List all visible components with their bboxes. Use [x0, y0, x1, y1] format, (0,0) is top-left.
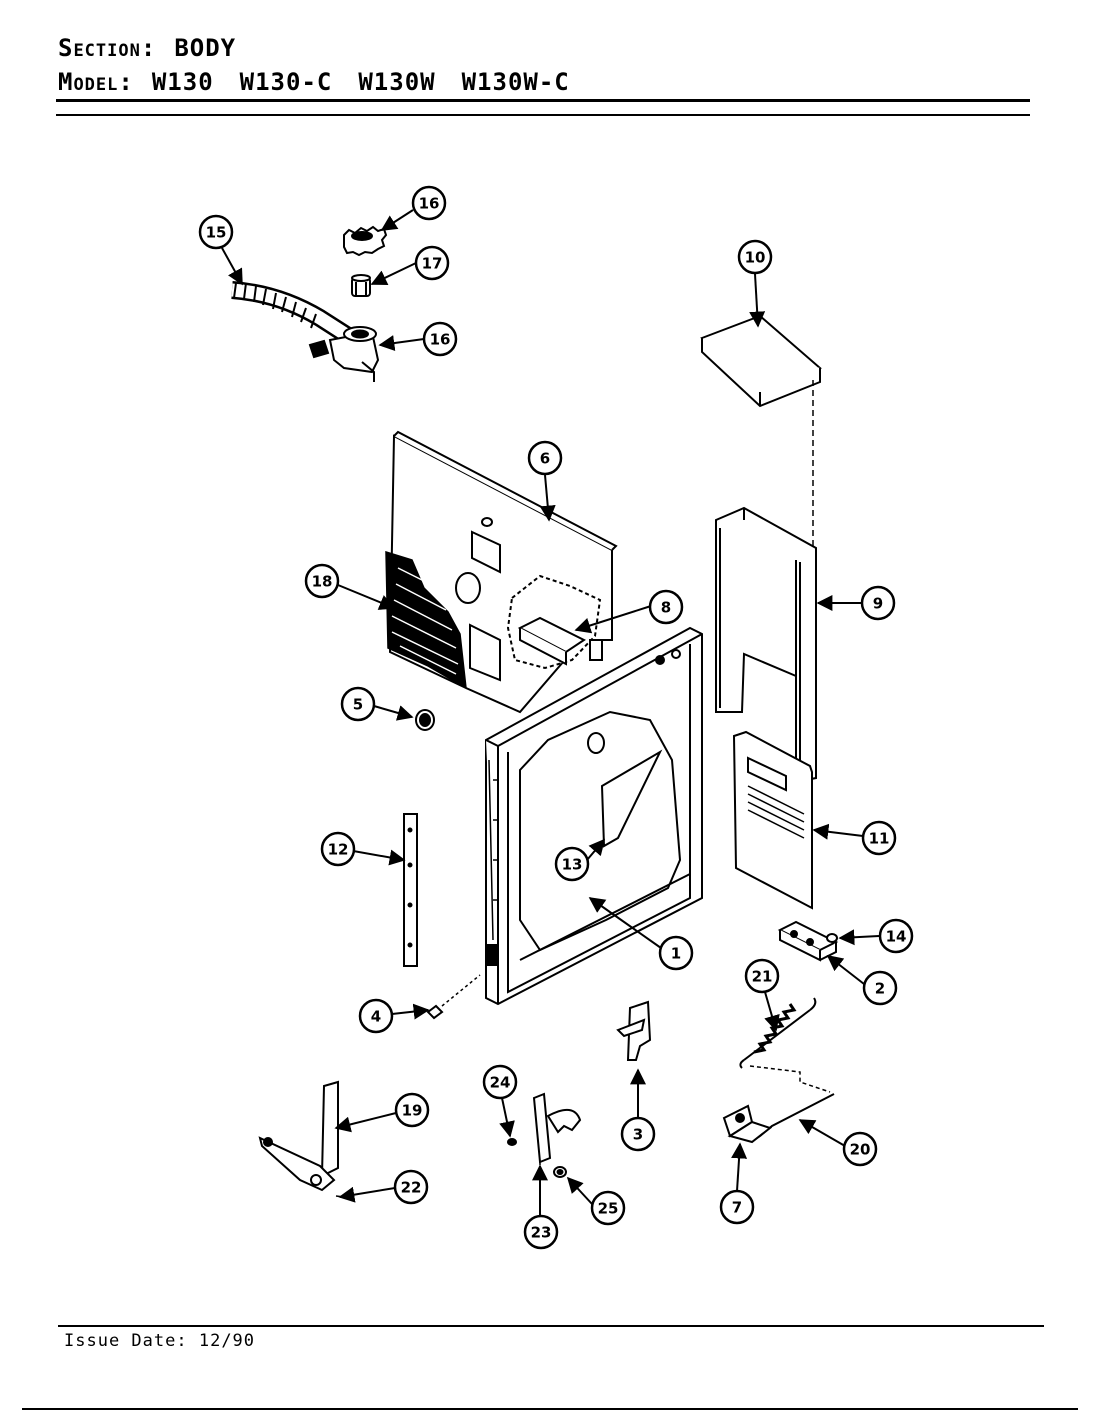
- hose-connector-part: [308, 326, 380, 382]
- section-label: Section:: [58, 34, 157, 62]
- model-2: W130-C: [239, 68, 333, 96]
- callout-24: 24: [482, 1064, 518, 1100]
- pivot-part: [507, 1092, 582, 1196]
- svg-text:6: 6: [540, 450, 550, 468]
- mounting-bracket-part: [722, 1104, 773, 1144]
- svg-text:23: 23: [531, 1224, 552, 1242]
- callout-16-lower: 16: [422, 321, 458, 357]
- svg-text:2: 2: [875, 980, 885, 998]
- header-rule-top: [56, 99, 1030, 102]
- callout-13: 13: [554, 846, 590, 882]
- callout-20: 20: [842, 1131, 878, 1167]
- model-3: W130W: [358, 68, 436, 96]
- svg-text:21: 21: [752, 968, 773, 986]
- callout-22: 22: [393, 1169, 429, 1205]
- callout-11: 11: [861, 820, 897, 856]
- section-value: BODY: [174, 34, 237, 62]
- callout-17: 17: [414, 245, 450, 281]
- callout-19: 19: [394, 1092, 430, 1128]
- issue-date-line: Issue Date: 12/90: [64, 1331, 255, 1351]
- model-heading: Model: W130 W130-C W130W W130W-C: [58, 68, 596, 96]
- callout-6: 6: [527, 440, 563, 476]
- model-1: W130: [151, 68, 214, 96]
- svg-text:22: 22: [401, 1179, 422, 1197]
- svg-text:8: 8: [661, 599, 671, 617]
- callout-9: 9: [860, 585, 896, 621]
- callout-3: 3: [620, 1116, 656, 1152]
- leader-lines: [221, 209, 880, 1215]
- top-cover-part: [700, 314, 822, 408]
- svg-text:4: 4: [371, 1008, 381, 1026]
- svg-text:16: 16: [430, 331, 451, 349]
- svg-text:13: 13: [562, 856, 583, 874]
- latch-part: [616, 1000, 652, 1061]
- svg-text:1: 1: [671, 945, 681, 963]
- fill-hose-part: [231, 281, 353, 344]
- svg-text:25: 25: [598, 1200, 619, 1218]
- callout-10: 10: [737, 239, 773, 275]
- plug-part: [415, 709, 435, 731]
- lid-hinge-part: [258, 1080, 353, 1199]
- side-panel-part: [715, 380, 817, 784]
- rear-panel-part: [388, 430, 618, 714]
- callout-23: 23: [523, 1214, 559, 1250]
- svg-text:17: 17: [422, 255, 443, 273]
- svg-text:9: 9: [873, 595, 883, 613]
- svg-text:11: 11: [869, 830, 890, 848]
- svg-text:5: 5: [353, 696, 363, 714]
- callout-14: 14: [878, 918, 914, 954]
- insulation-part: [385, 550, 467, 690]
- callout-18: 18: [304, 563, 340, 599]
- callout-7: 7: [719, 1189, 755, 1225]
- ring-nut-part: [343, 225, 388, 257]
- svg-text:18: 18: [312, 573, 333, 591]
- svg-text:10: 10: [745, 249, 766, 267]
- callout-1: 1: [658, 935, 694, 971]
- strip-part: [403, 813, 418, 967]
- cabinet-part: [485, 626, 703, 1006]
- spring-part: [739, 997, 831, 1093]
- issue-date-value: 12/90: [198, 1331, 256, 1351]
- callout-5: 5: [340, 686, 376, 722]
- header-rule-bottom: [56, 114, 1030, 116]
- hinge-block-part: [777, 920, 839, 962]
- bushing-part: [351, 274, 371, 297]
- access-panel-part: [732, 730, 813, 910]
- svg-text:14: 14: [886, 928, 907, 946]
- callout-25: 25: [590, 1190, 626, 1226]
- issue-date-label: Issue Date:: [64, 1331, 188, 1351]
- model-label: Model:: [58, 68, 134, 96]
- callout-16-upper: 16: [411, 185, 447, 221]
- svg-text:7: 7: [732, 1199, 742, 1217]
- callout-4: 4: [358, 998, 394, 1034]
- svg-text:12: 12: [328, 841, 349, 859]
- footer-rule: [58, 1325, 1044, 1327]
- svg-text:3: 3: [633, 1126, 643, 1144]
- screw-part: [426, 974, 481, 1020]
- model-4: W130W-C: [461, 68, 570, 96]
- svg-text:15: 15: [206, 224, 227, 242]
- svg-text:16: 16: [419, 195, 440, 213]
- page-bottom-rule: [22, 1408, 1078, 1410]
- svg-text:20: 20: [850, 1141, 871, 1159]
- callout-8: 8: [648, 589, 684, 625]
- svg-text:24: 24: [490, 1074, 511, 1092]
- bracket-part: [517, 616, 603, 666]
- callout-21: 21: [744, 958, 780, 994]
- svg-text:19: 19: [402, 1102, 423, 1120]
- section-heading: Section: BODY: [58, 34, 236, 62]
- callout-2: 2: [862, 970, 898, 1006]
- callout-12: 12: [320, 831, 356, 867]
- callout-15: 15: [198, 214, 234, 250]
